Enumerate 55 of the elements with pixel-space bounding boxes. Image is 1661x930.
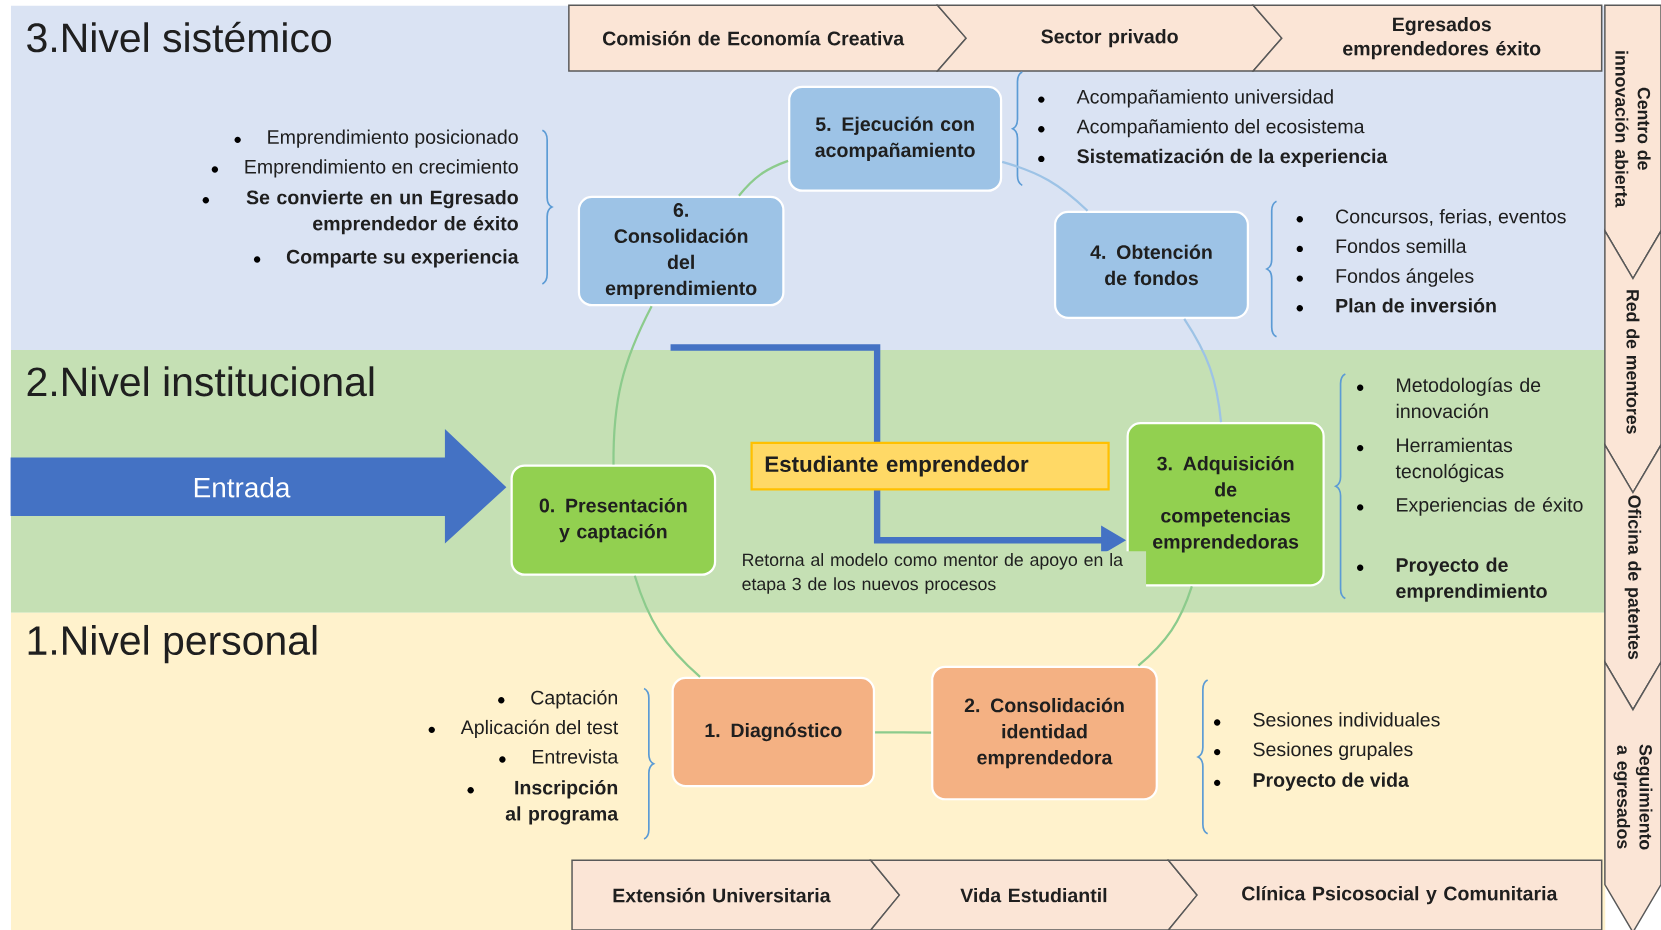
cycle-line (738, 159, 789, 197)
list-item: Acompañamiento universidad (1076, 89, 1333, 108)
list-item: Proyecto de vida (1253, 772, 1409, 791)
cycle-line (1183, 318, 1223, 423)
list-item: Fondos ángeles (1336, 268, 1474, 287)
node-label: Vida Estudiantil (960, 887, 1107, 903)
node-label: Centro de innovación abierta (1615, 51, 1651, 208)
stage-box: 3. Adquisición de competencias emprendedoras (1126, 422, 1325, 587)
cycle-line (1137, 586, 1193, 667)
cycle-line (633, 575, 701, 678)
stage-box: 1. Diagnóstico (671, 676, 876, 788)
list-item: Inscripción al programa (505, 780, 619, 825)
chevron-step: Clínica Psicosocial y Comunitaria (1166, 859, 1603, 930)
list-item: Emprendimiento posicionado (268, 129, 518, 148)
chevron-step: Seguimiento a egresados (1604, 659, 1661, 930)
stage-box: 4. Obtención de fondos (1053, 210, 1249, 319)
cycle-line (875, 731, 932, 734)
list-item: Fondos semilla (1336, 238, 1467, 254)
chevron-step: Comisión de Economía Creativa (568, 4, 968, 72)
list-item: Aplicación del test (460, 719, 619, 739)
list-item: Metodologías de innovación (1396, 377, 1541, 419)
chevron-step: Vida Estudiantil (869, 859, 1198, 930)
edge-label: Retorna al modelo como mentor de apoyo en la etapa 3 de los nuevos procesos (739, 551, 1147, 596)
role-box: Estudiante emprendedor (750, 441, 1110, 491)
chevron-step: Centro de innovación abierta (1604, 4, 1661, 281)
list-item: Herramientas tecnológicas (1395, 437, 1513, 483)
node-label: Seguimiento a egresados (1613, 744, 1653, 850)
list-item: Captación (531, 689, 617, 709)
chevron-step: Egresados emprendedores éxito (1251, 4, 1603, 72)
list-item: Sistematización de la experiencia (1077, 148, 1388, 168)
node-label: Clínica Psicosocial y Comunitaria (1242, 885, 1558, 905)
chevron-step: Extensión Universitaria (571, 859, 901, 930)
list-item: Acompañamiento del ecosistema (1076, 119, 1365, 138)
list-item: Emprendimiento en crecimiento (245, 159, 518, 178)
stage-box: 0. Presentación y captación (510, 464, 717, 576)
cycle-line (1001, 160, 1089, 212)
list-item: Comparte su experiencia (286, 249, 519, 268)
stage-box: 2. Consolidación identidad emprendedora (931, 665, 1158, 801)
list-item: Entrevista (533, 749, 619, 764)
list-item: Sesiones grupales (1253, 741, 1413, 761)
list-item: Experiencias de éxito (1397, 497, 1583, 516)
chevron-step: Red de mentores (1604, 228, 1661, 494)
list-item: Se convierte en un Egresado emprendedor de éxito (246, 189, 518, 235)
node-label: Oficina de patentes (1624, 495, 1642, 660)
cycle-line (612, 305, 653, 465)
node-label: Extensión Universitaria (613, 887, 831, 903)
list-item: Proyecto de emprendimiento (1396, 557, 1547, 602)
stage-box: 5. Ejecución con acompañamiento (788, 85, 1003, 192)
node-label: Red de mentores (1626, 290, 1640, 434)
chevron-step: Oficina de patentes (1604, 442, 1661, 712)
list-item: Concursos, ferias, eventos (1336, 209, 1566, 226)
list-item: Sesiones individuales (1253, 712, 1440, 727)
chevron-step: Sector privado (935, 4, 1283, 72)
list-item: Plan de inversión (1336, 298, 1496, 313)
stage-box: 6. Consolidación del emprendimiento (577, 195, 785, 307)
